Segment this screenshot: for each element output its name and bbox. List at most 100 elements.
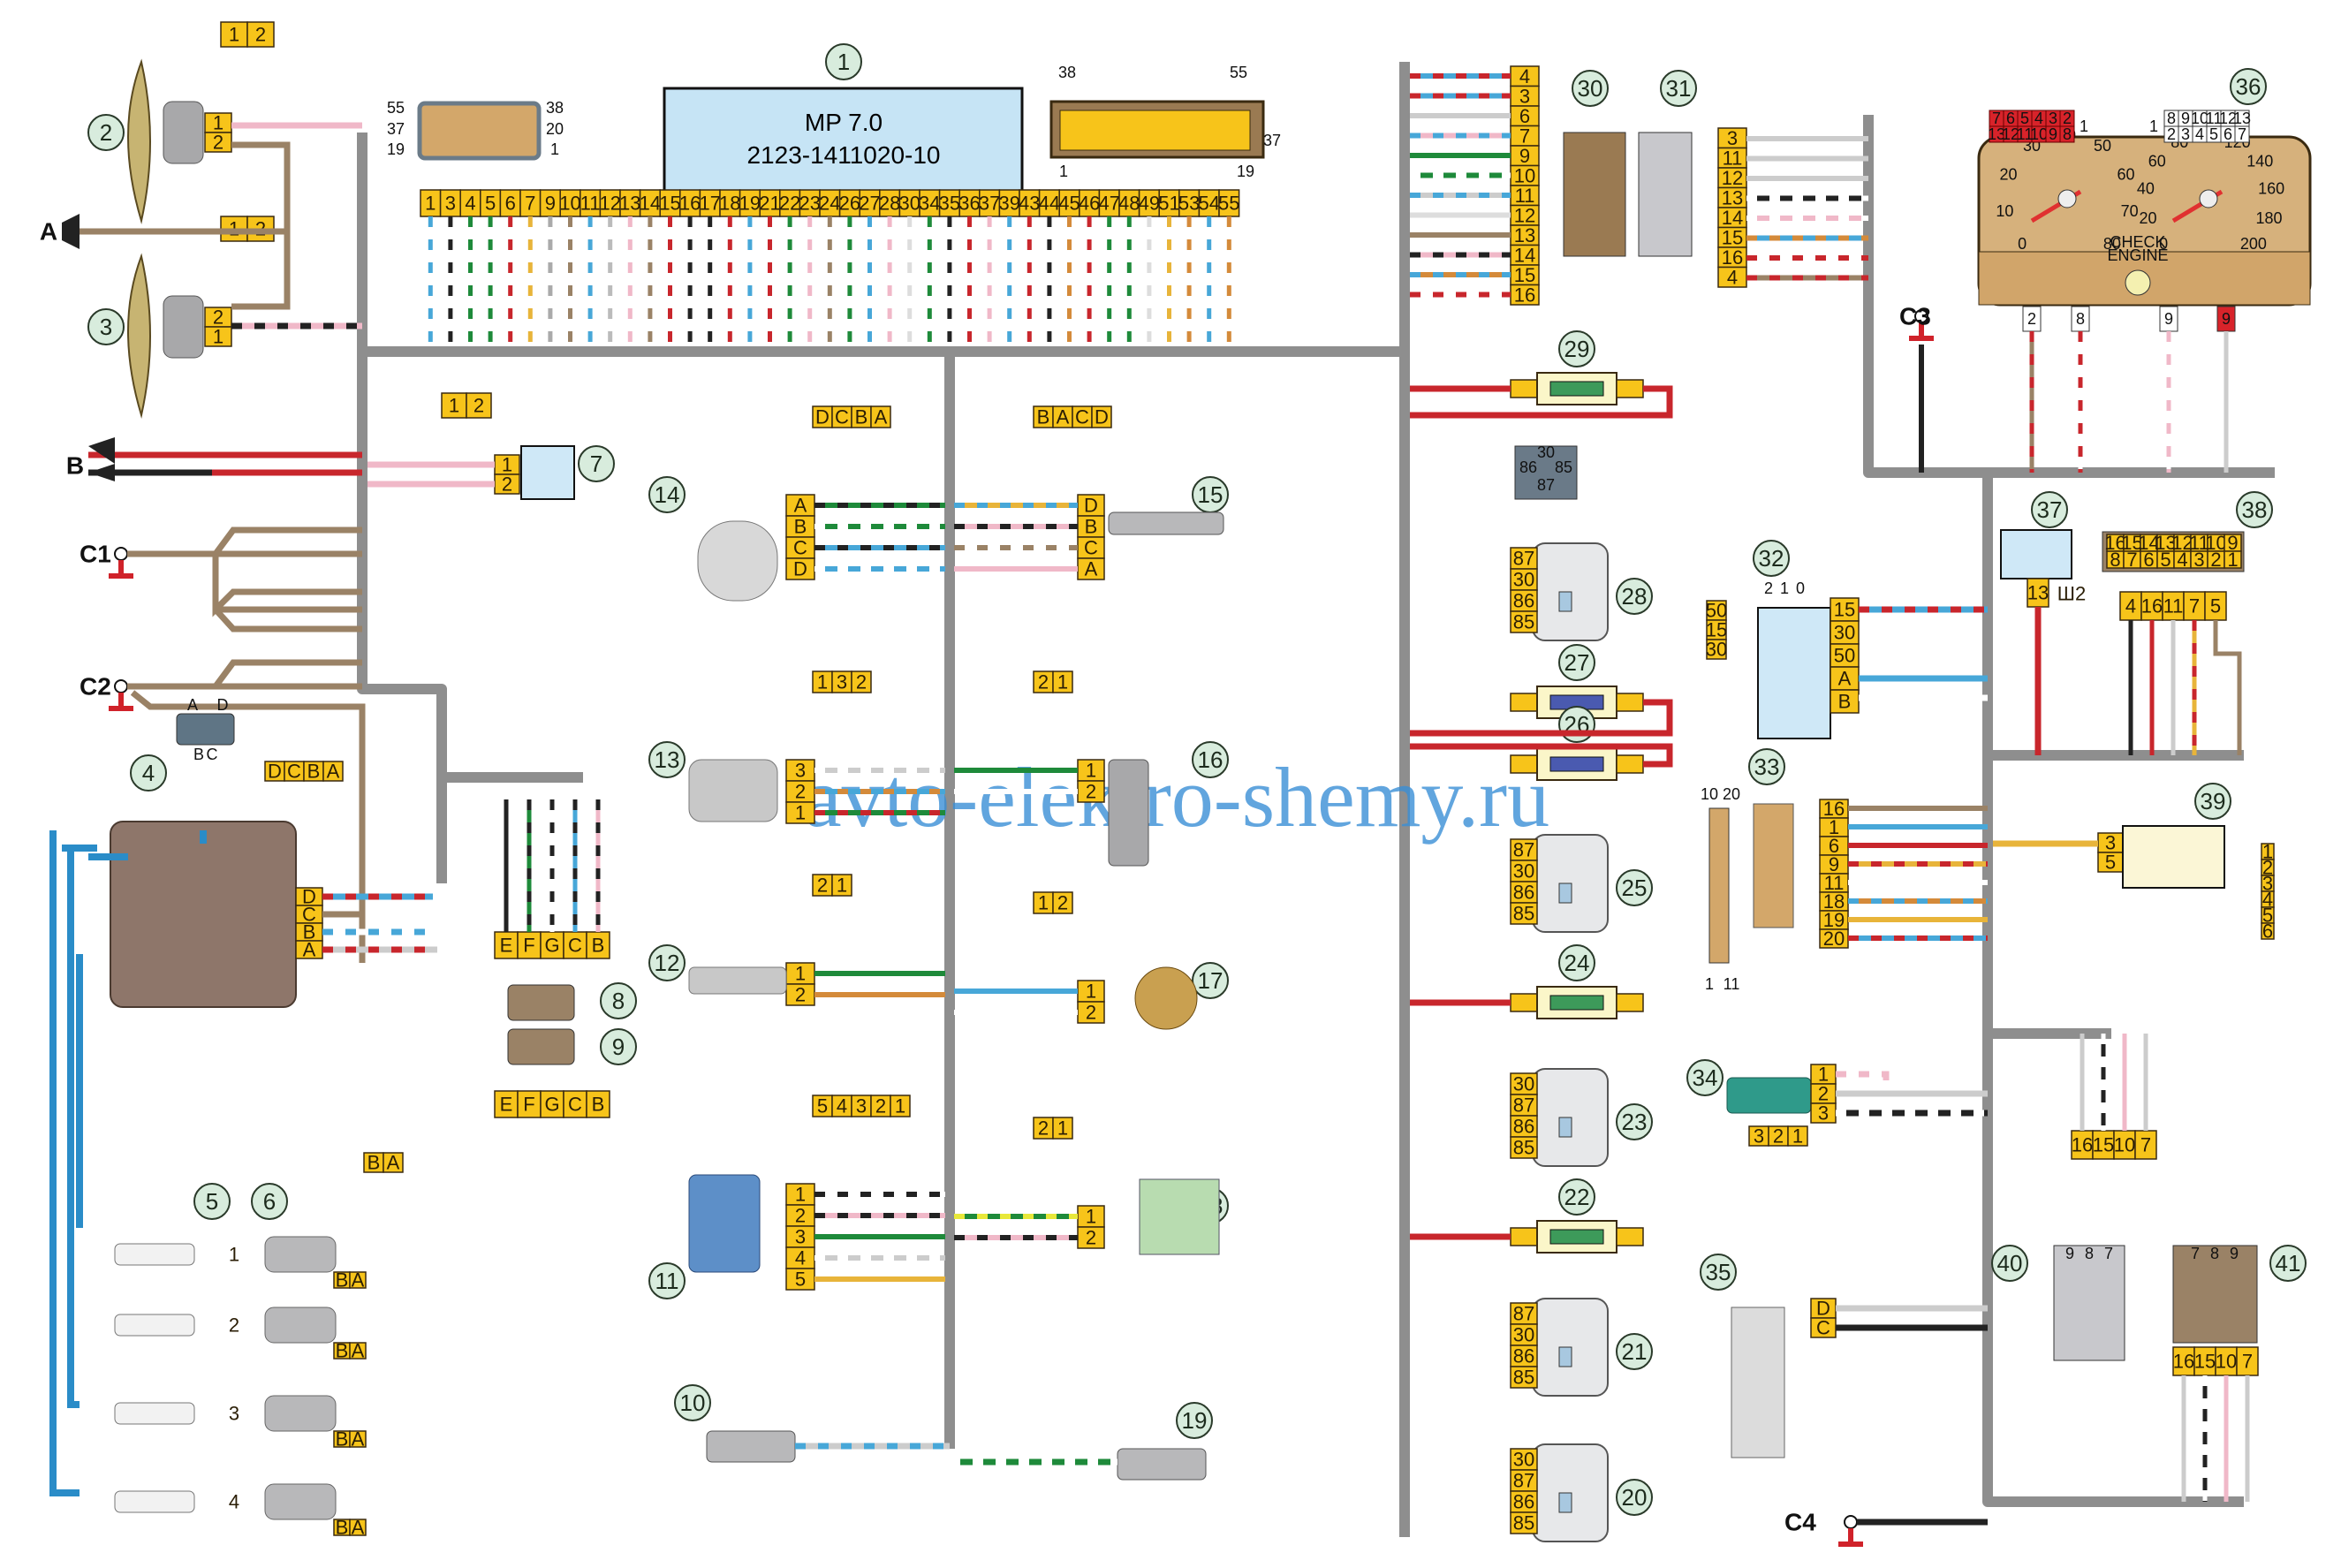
pin-label: 2 xyxy=(795,984,806,1006)
ground-label: C2 xyxy=(80,673,111,701)
pin-label: 7 xyxy=(2126,549,2137,571)
pin-label: 15 xyxy=(2194,1351,2216,1373)
pin-label: 3 xyxy=(2105,832,2116,854)
badge-number: 19 xyxy=(1182,1407,1208,1434)
badge-number: 36 xyxy=(2236,73,2261,100)
tachometer-scale-label: 20 xyxy=(1999,165,2017,183)
pin-label: D xyxy=(815,406,830,428)
pin-cell xyxy=(1510,1136,1538,1159)
pin-label: C xyxy=(568,935,582,957)
badge-circle xyxy=(1991,1245,2028,1282)
component-badge-14: 14 xyxy=(648,476,686,513)
component-badge-37: 37 xyxy=(2031,491,2068,528)
pin-label: 2 xyxy=(1086,1227,1096,1249)
badge-number: 15 xyxy=(1198,481,1224,508)
arrow-b-label: B xyxy=(66,452,84,480)
pin-label: B xyxy=(1838,691,1852,713)
pin-cell xyxy=(1052,1117,1073,1140)
badge-circle xyxy=(674,1384,711,1421)
badge-number: 25 xyxy=(1622,875,1648,901)
socket-label: B xyxy=(193,746,204,763)
pin-cell xyxy=(851,670,872,693)
pin-label: 1 xyxy=(1057,1117,1068,1140)
ecu-pin-label: 34 xyxy=(919,193,940,215)
wire xyxy=(213,526,362,557)
socket-label: A xyxy=(187,696,198,714)
pin-label: C xyxy=(1816,1317,1830,1339)
pin-label: 8 xyxy=(2110,549,2120,571)
pin-cell xyxy=(2215,1346,2238,1376)
pin-label: 1 xyxy=(2149,117,2158,135)
ecu-pin-label: 17 xyxy=(699,193,720,215)
fuse-element xyxy=(1549,756,1604,772)
badge-number: 31 xyxy=(1666,75,1692,102)
relay-28 xyxy=(1532,542,1609,641)
sensor-13-body xyxy=(688,759,778,822)
pin-cell xyxy=(1052,670,1073,693)
sensor-12-body xyxy=(688,966,787,995)
sensor-12-pins: 12 xyxy=(785,962,815,1006)
component-badge-19: 19 xyxy=(1176,1402,1213,1439)
arrow-b-head-2 xyxy=(88,464,115,481)
pin-label: 20 xyxy=(1823,928,1845,950)
sensor-16-body xyxy=(1108,759,1149,867)
injector-4 xyxy=(264,1483,337,1520)
connector-pin-number: 20 xyxy=(546,120,564,138)
pin-label: 1 xyxy=(1086,1206,1096,1228)
pin-label: 85 xyxy=(1513,903,1534,925)
component-badge-5: 5 xyxy=(193,1183,231,1220)
pin-label: 2 xyxy=(1038,1117,1049,1140)
pin-label: 7 xyxy=(1992,110,2001,127)
pin-label: 10 xyxy=(2114,1134,2135,1156)
pin-label: 1 xyxy=(1818,1064,1829,1086)
badge-number: 5 xyxy=(206,1188,218,1215)
badge-number: 14 xyxy=(655,481,680,508)
pin-label: 30 xyxy=(1513,569,1534,591)
wire-stripe xyxy=(1836,1071,1890,1087)
badge-circle xyxy=(1748,748,1785,785)
pin-label: 4 xyxy=(795,1247,806,1269)
pin-label: D xyxy=(1084,495,1098,517)
badge-circle xyxy=(130,754,167,792)
badge-circle xyxy=(648,476,686,513)
pin-cell xyxy=(1510,610,1538,633)
badge-number: 32 xyxy=(1759,545,1784,572)
arrow-a-label: A xyxy=(40,218,57,246)
badge-circle xyxy=(1616,578,1653,615)
pin-label: A xyxy=(1838,668,1852,690)
badge-circle xyxy=(2269,1245,2307,1282)
badge-circle xyxy=(1176,1402,1213,1439)
ecu-pin-label: 21 xyxy=(759,193,780,215)
badge-circle xyxy=(648,944,686,981)
pin-cell xyxy=(1830,597,1860,622)
pin-cell xyxy=(1787,1125,1808,1147)
pin-cell xyxy=(586,1090,610,1118)
badge-number: 9 xyxy=(612,1034,625,1060)
component-badge-41: 41 xyxy=(2269,1245,2307,1282)
cylinder-number: 3 xyxy=(229,1403,239,1425)
component-badge-21: 21 xyxy=(1616,1333,1653,1370)
pin-label: 2 xyxy=(213,307,223,329)
pin-label: G xyxy=(544,935,559,957)
fuel-pump-module xyxy=(1731,1307,1785,1458)
badge-number: 2 xyxy=(100,119,112,146)
pin-label: 30 xyxy=(1513,1324,1534,1346)
ecu-pin-label: 6 xyxy=(505,193,516,215)
ecu-pin-label: 44 xyxy=(1039,193,1060,215)
pin-label: 86 xyxy=(1513,1491,1534,1513)
pin-cell xyxy=(349,1342,367,1360)
pin-label: 3 xyxy=(2193,549,2204,571)
sensor-10-body xyxy=(706,1430,796,1463)
pin-label: 85 xyxy=(1513,1367,1534,1389)
ecu-pin-label: 51 xyxy=(1158,193,1179,215)
pin-label: 2 xyxy=(1057,892,1068,914)
component-badge-38: 38 xyxy=(2236,491,2273,528)
